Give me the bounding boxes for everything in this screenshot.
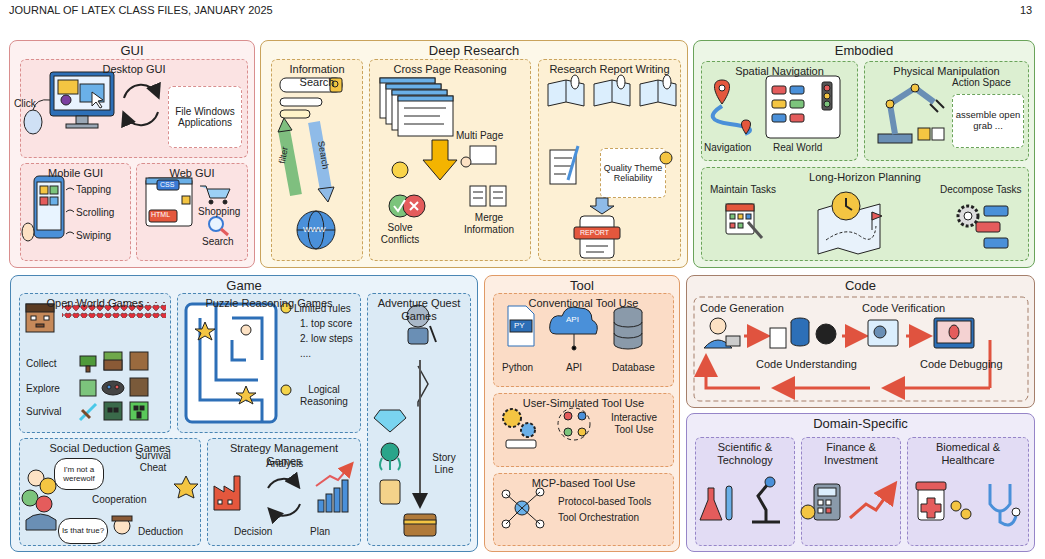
text-label: Python xyxy=(502,362,533,374)
text-label: Scrolling xyxy=(76,207,114,219)
box-text: I'm not a werewolf xyxy=(57,465,101,483)
panel-title: Embodied xyxy=(694,44,1034,59)
text-label: Collect xyxy=(26,358,57,370)
category-panel: GameOpen World GamesPuzzle Reasoning Gam… xyxy=(10,275,478,552)
text-label: Database xyxy=(612,362,655,374)
text-label: Story Line xyxy=(426,452,462,475)
text-label: 13 xyxy=(1020,4,1032,17)
subcategory-box: Physical Manipulation assemble open grab … xyxy=(864,61,1029,161)
panel-title: Tool xyxy=(485,279,679,294)
inner-box: assemble open grab ... xyxy=(952,94,1024,148)
category-panel: EmbodiedSpatial Navigation Physical Manip… xyxy=(693,40,1035,268)
text-label: Tapping xyxy=(76,184,111,196)
inner-box: File Windows Applications xyxy=(168,86,242,148)
text-label: Logical Reasoning xyxy=(294,384,354,407)
panel-title: Game xyxy=(11,279,477,294)
text-label: API xyxy=(566,362,582,374)
text-label: JOURNAL OF LATEX CLASS FILES, JANUARY 20… xyxy=(9,4,273,17)
text-label: Limited rules xyxy=(294,303,351,315)
text-label: Decompose Tasks xyxy=(940,184,1022,196)
text-label: Search xyxy=(202,236,234,248)
panel-title: Domain-Specific xyxy=(687,417,1034,432)
subcategory-box: Adventure Quest Games xyxy=(367,293,471,546)
text-label: 1. top score xyxy=(300,318,352,330)
text-label: Click xyxy=(14,98,36,110)
box-title: Desktop GUI xyxy=(21,63,247,76)
subcategory-box: Desktop GUI File Windows Applications xyxy=(20,59,248,158)
text-label: Merge Information xyxy=(456,212,522,235)
panel-title: Code xyxy=(687,279,1034,294)
box-title: Spatial Navigation xyxy=(702,65,857,78)
subcategory-box: MCP-based Tool Use xyxy=(493,473,674,546)
text-label: Cooperation xyxy=(92,494,146,506)
text-label: Interactive Tool Use xyxy=(604,412,664,435)
text-label: WWW xyxy=(303,225,326,234)
text-label: Shopping xyxy=(198,206,240,218)
text-label: Decision xyxy=(234,526,272,538)
box-title: Web GUI xyxy=(137,167,247,180)
box-title: Scientific & Technology xyxy=(696,441,794,466)
box-title: Conventional Tool Use xyxy=(494,297,673,310)
box-title: Finance & Investment xyxy=(802,441,900,466)
subcategory-box: Finance & Investment xyxy=(801,437,901,546)
text-label: Solve Conflicts xyxy=(372,222,428,245)
panel-title: GUI xyxy=(10,44,254,59)
text-label: Explore xyxy=(26,383,60,395)
text-label: Multi Page xyxy=(456,130,503,142)
category-panel: Domain-SpecificScientific & Technology Fi… xyxy=(686,413,1035,552)
box-title: Information Search xyxy=(272,63,362,88)
text-label: REPORT xyxy=(580,229,609,237)
speech-bubble: I'm not a werewolf xyxy=(54,458,104,490)
speech-bubble: Is that true? xyxy=(58,518,108,544)
category-panel: GUI Desktop GUI File Windows ApplicationsM… xyxy=(9,40,255,268)
box-title: Open World Games xyxy=(20,297,170,310)
box-title: Cross Page Reasoning xyxy=(370,63,530,76)
inner-box: Quality Theme Reliability xyxy=(600,148,666,198)
box-text: assemble open grab ... xyxy=(955,110,1021,132)
box-title: Mobile GUI xyxy=(21,167,130,180)
box-title: Adventure Quest Games xyxy=(368,297,470,322)
text-label: Code Generation xyxy=(700,302,784,315)
text-label: Survival Cheat xyxy=(132,450,174,473)
text-label: CSS xyxy=(160,181,174,189)
box-title: Long-Horizon Planning xyxy=(702,171,1028,184)
text-label: Analysis xyxy=(266,458,303,470)
text-label: PY xyxy=(514,321,525,330)
subcategory-box: Long-Horizon Planning xyxy=(701,167,1029,261)
text-label: Tool Orchestration xyxy=(558,512,639,524)
text-label: API xyxy=(566,315,579,324)
text-label: Navigation xyxy=(704,142,751,154)
text-label: Protocol-based Tools xyxy=(558,496,651,508)
text-label: Plan xyxy=(310,526,330,538)
box-text: Quality Theme Reliability xyxy=(603,163,663,184)
text-label: Maintain Tasks xyxy=(710,184,776,196)
text-label: .... xyxy=(300,348,311,360)
text-label: Deduction xyxy=(138,526,183,538)
box-title: Physical Manipulation xyxy=(865,65,1028,78)
box-text: File Windows Applications xyxy=(171,106,239,129)
text-label: Code Understanding xyxy=(756,358,857,371)
box-text: Is that true? xyxy=(62,526,104,535)
category-panel: Code xyxy=(686,275,1035,408)
box-title: MCP-based Tool Use xyxy=(494,477,673,490)
panel-title: Deep Research xyxy=(261,44,687,59)
subcategory-box: Strategy Management Games xyxy=(207,438,361,546)
text-label: Code Verification xyxy=(862,302,945,315)
text-label: Action Space xyxy=(952,77,1011,89)
text-label: 2. low steps xyxy=(300,333,353,345)
box-title: User-Simulated Tool Use xyxy=(494,397,673,410)
box-title: Research Report Writing xyxy=(539,63,680,76)
text-label: Swiping xyxy=(76,230,111,242)
text-label: Real World xyxy=(773,142,822,154)
text-label: Survival xyxy=(26,406,62,418)
box-title: Social Deduction Games xyxy=(20,442,200,455)
subcategory-box: Scientific & Technology xyxy=(695,437,795,546)
box-title: Biomedical & Healthcare xyxy=(908,441,1028,466)
subcategory-box: Research Report WritingQuality Theme Rel… xyxy=(538,59,681,261)
text-label: Code Debugging xyxy=(920,358,1003,371)
subcategory-box: Biomedical & Healthcare xyxy=(907,437,1029,546)
text-label: HTML xyxy=(151,211,170,219)
